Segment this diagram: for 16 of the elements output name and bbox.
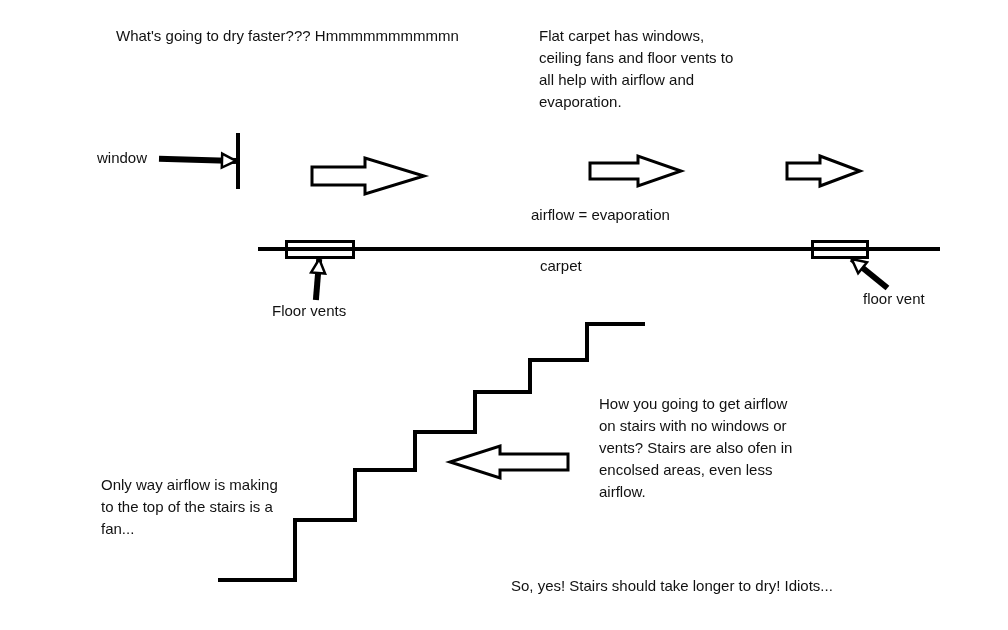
floor-vent-symbol bbox=[811, 240, 869, 259]
vent-label: Floor vents bbox=[272, 300, 358, 322]
vent-label: floor vent bbox=[863, 288, 939, 310]
carpet-label: carpet bbox=[540, 256, 583, 276]
arrow bbox=[849, 256, 890, 291]
conclusion-text: So, yes! Stairs should take longer to dry! Idiots... bbox=[511, 576, 834, 596]
note-text: Only way airflow is making to the top of the stairs is a fan... bbox=[101, 475, 279, 539]
heading: What's going to dry faster??? Hmmmmmmmmmmn bbox=[116, 26, 460, 46]
window-label: window bbox=[97, 147, 159, 169]
note-text: Flat carpet has windows, ceiling fans and floor vents to all help with airflow and evaporation. bbox=[539, 26, 735, 112]
window-symbol bbox=[236, 133, 240, 189]
floor-vent-symbol bbox=[285, 240, 355, 259]
note-text: How you going to get airflow on stairs with no windows or vents? Stairs are also ofen in encolsed areas, even less airflow. bbox=[599, 394, 794, 502]
arrow bbox=[309, 257, 327, 301]
arrow bbox=[158, 152, 238, 169]
note-text: airflow = evaporation bbox=[531, 205, 671, 225]
